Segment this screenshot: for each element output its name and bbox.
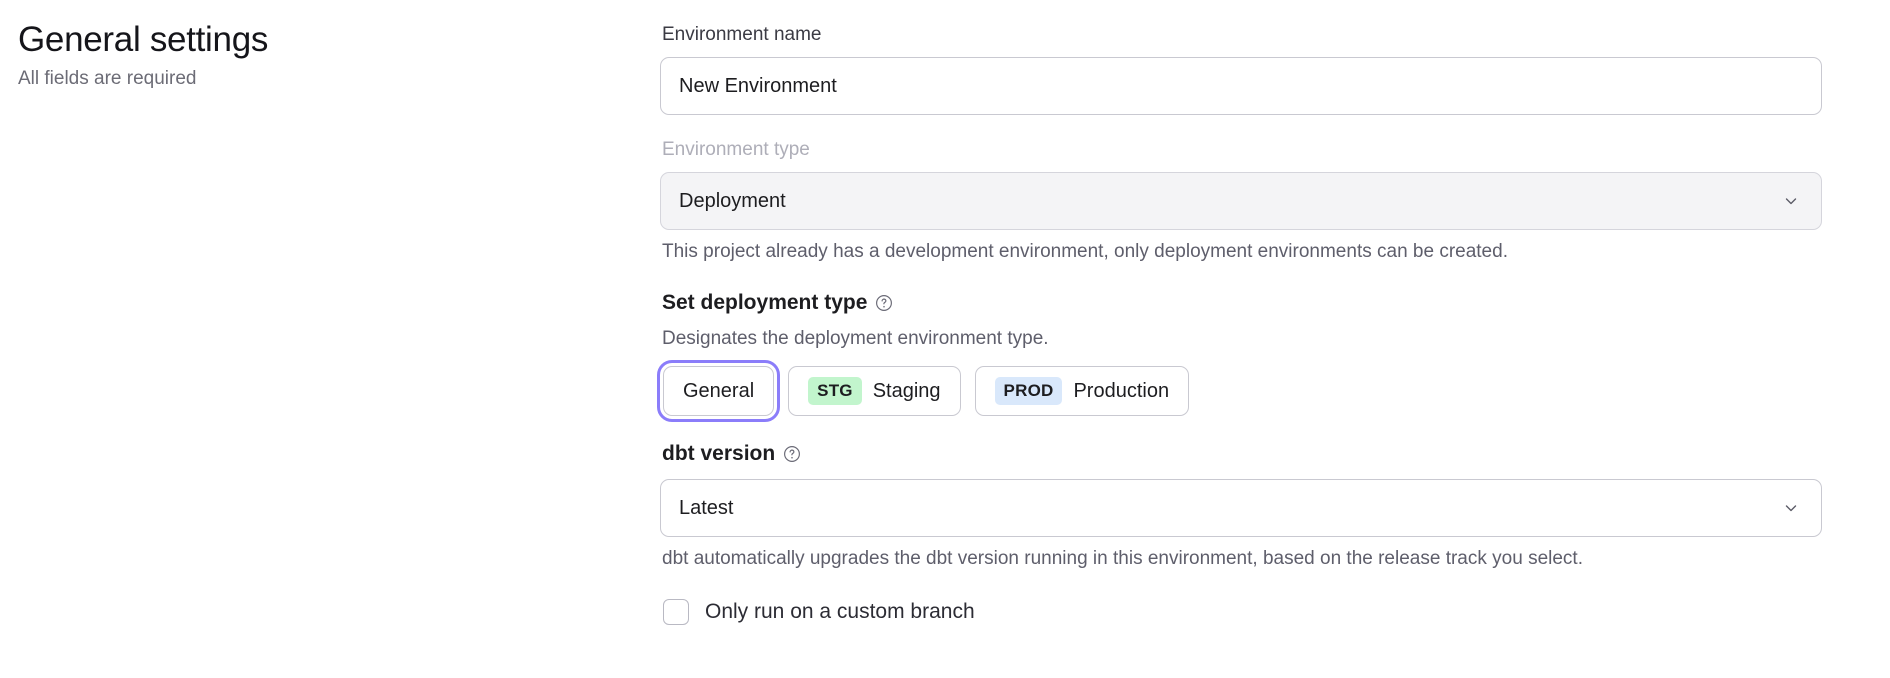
page-title: General settings bbox=[18, 20, 269, 59]
dbt-version-label: dbt version bbox=[662, 442, 776, 465]
deployment-type-options: General STG Staging PROD Production bbox=[656, 360, 1890, 422]
environment-name-input[interactable]: New Environment bbox=[660, 57, 1822, 115]
deployment-type-option-general-label: General bbox=[683, 379, 755, 402]
chevron-down-icon bbox=[1783, 193, 1799, 209]
help-circle-icon[interactable] bbox=[783, 445, 801, 463]
dbt-version-note: dbt automatically upgrades the dbt versi… bbox=[662, 548, 1583, 569]
page-subtitle: All fields are required bbox=[18, 68, 197, 89]
deployment-type-description: Designates the deployment environment ty… bbox=[662, 328, 1049, 349]
environment-type-field: Environment type Deployment This project… bbox=[660, 137, 1890, 265]
staging-badge: STG bbox=[808, 377, 862, 405]
environment-type-label: Environment type bbox=[662, 139, 810, 160]
dbt-version-field: dbt version Latest dbt automatica bbox=[660, 440, 1890, 572]
environment-type-select[interactable]: Deployment bbox=[660, 172, 1822, 230]
settings-description-column: General settings All fields are required bbox=[0, 0, 660, 92]
environment-name-value: New Environment bbox=[679, 75, 837, 97]
deployment-type-option-staging-label: Staging bbox=[872, 379, 941, 402]
settings-form-column: Environment name New Environment Environ… bbox=[656, 0, 1890, 626]
custom-branch-checkbox[interactable] bbox=[663, 599, 689, 625]
environment-type-note: This project already has a development e… bbox=[662, 241, 1508, 262]
dbt-version-select[interactable]: Latest bbox=[660, 479, 1822, 537]
deployment-type-option-production[interactable]: PROD Production bbox=[974, 366, 1190, 416]
custom-branch-label: Only run on a custom branch bbox=[705, 600, 975, 623]
deployment-type-option-production-label: Production bbox=[1073, 379, 1170, 402]
deployment-type-title-text: Set deployment type bbox=[662, 291, 868, 314]
deployment-type-field: Set deployment type Designates the deplo… bbox=[656, 289, 1890, 422]
environment-name-field: Environment name New Environment bbox=[660, 22, 1890, 115]
chevron-down-icon bbox=[1783, 500, 1799, 516]
environment-name-label: Environment name bbox=[662, 24, 822, 45]
production-badge: PROD bbox=[994, 377, 1063, 405]
deployment-type-option-general[interactable]: General bbox=[656, 360, 781, 422]
deployment-type-title: Set deployment type bbox=[662, 289, 1890, 317]
environment-type-value: Deployment bbox=[679, 190, 786, 212]
custom-branch-row[interactable]: Only run on a custom branch bbox=[663, 598, 1890, 626]
help-circle-icon[interactable] bbox=[875, 294, 893, 312]
dbt-version-title: dbt version bbox=[662, 440, 1890, 468]
dbt-version-value: Latest bbox=[679, 497, 734, 519]
deployment-type-option-staging[interactable]: STG Staging bbox=[788, 366, 961, 416]
